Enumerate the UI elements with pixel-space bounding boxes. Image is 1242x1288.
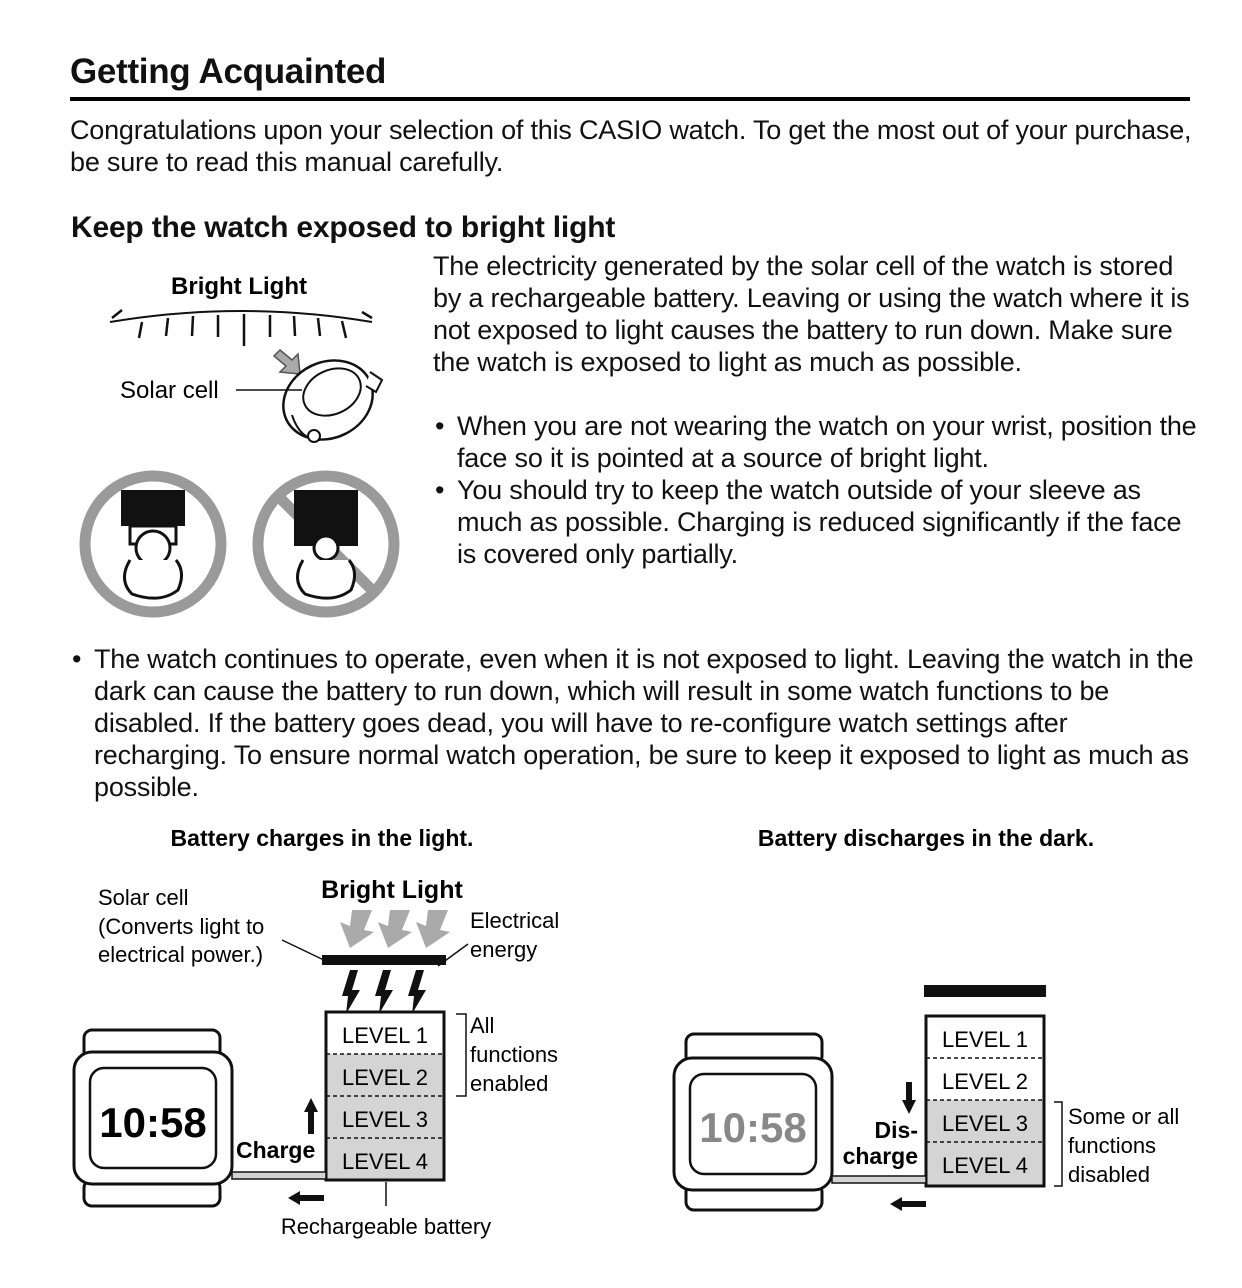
disabled-label-3: disabled [1068,1162,1150,1187]
solar-cell-desc-2: electrical power.) [98,942,263,967]
solar-paragraph: The electricity generated by the solar c… [433,251,1190,377]
battery-levels: LEVEL 1 LEVEL 2 LEVEL 3 LEVEL 4 [924,1014,1046,1188]
disabled-label-2: functions [1068,1133,1156,1158]
intro-paragraph: Congratulations upon your selection of t… [70,115,1192,177]
bright-light-label: Bright Light [171,273,307,300]
charge-caption: Battery charges in the light. [171,825,474,851]
light-rays [111,309,373,346]
lightning-bolts-icon [342,970,426,1014]
level-label: LEVEL 1 [942,1027,1028,1052]
disabled-bracket [1054,1101,1063,1187]
watch-time: 10:58 [699,1104,806,1151]
level-label: LEVEL 3 [342,1107,428,1132]
wrist-covered-icon [252,470,400,618]
discharge-label-1: Dis- [875,1117,918,1143]
charge-up-arrow-icon [304,1098,318,1134]
electrical-label-1: Electrical [470,908,559,933]
enabled-label-3: enabled [470,1071,548,1096]
disabled-label-1: Some or all [1068,1104,1179,1129]
digital-watch-icon: 10:58 [72,1028,234,1208]
charge-diagram: Battery charges in the light. Solar cell… [72,825,559,1239]
charge-label: Charge [236,1137,315,1163]
level-label: LEVEL 4 [342,1149,428,1174]
solar-cell-label: Solar cell [120,377,219,404]
page-title: Getting Acquainted [70,52,387,91]
bullet-item: You should try to keep the watch outside… [433,474,1203,570]
discharge-label-2: charge [843,1143,918,1169]
charge-wire [231,1171,327,1180]
light-arc [109,310,373,323]
electrical-leader [437,943,469,967]
solar-watch-icon [282,359,384,443]
battery-levels: LEVEL 1 LEVEL 2 LEVEL 3 LEVEL 4 [324,1010,446,1182]
discharge-down-arrow-icon [902,1082,916,1114]
level-label: LEVEL 2 [342,1065,428,1090]
dark-panel [924,985,1046,997]
bullet-list-top: When you are not wearing the watch on yo… [433,410,1203,570]
enabled-label-2: functions [470,1042,558,1067]
wrist-exposed-icon [79,470,227,618]
solar-cell-title: Solar cell [98,885,188,910]
light-arrows-icon [340,910,450,948]
watch-time: 10:58 [99,1099,206,1146]
title-rule [70,97,1190,101]
enabled-bracket [456,1013,467,1097]
enabled-label-1: All [470,1013,494,1038]
level-label: LEVEL 1 [342,1023,428,1048]
bullet-item: When you are not wearing the watch on yo… [433,410,1203,474]
discharge-caption: Battery discharges in the dark. [758,825,1094,851]
bright-light-label: Bright Light [321,876,463,904]
charge-left-arrow-icon [288,1191,324,1205]
light-arrow-icon [272,348,301,375]
section-heading: Keep the watch exposed to bright light [71,211,616,244]
digital-watch-icon: 10:58 [672,1032,834,1212]
battery-label: Rechargeable battery [281,1214,491,1239]
electrical-label-2: energy [470,937,537,962]
solar-cell-leader [281,939,329,963]
solar-cell-desc-1: (Converts light to [98,914,264,939]
level-label: LEVEL 4 [942,1153,1028,1178]
discharge-wire [831,1175,927,1184]
solar-panel [322,955,446,965]
solar-illustration: Bright Light Solar cell [79,273,400,618]
level-label: LEVEL 2 [942,1069,1028,1094]
bullet-list-bottom: The watch continues to operate, even whe… [70,643,1200,803]
discharge-left-arrow-icon [890,1197,926,1211]
level-label: LEVEL 3 [942,1111,1028,1136]
bullet-item: The watch continues to operate, even whe… [70,643,1200,803]
